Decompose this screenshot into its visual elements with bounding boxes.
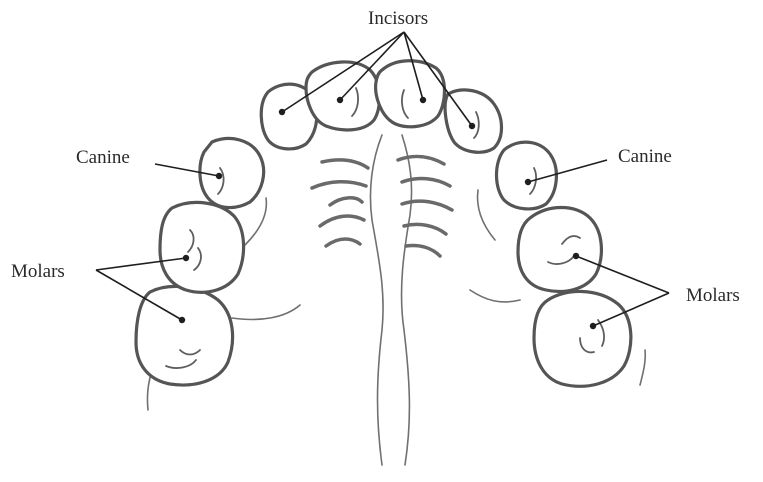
molar-left-dot-2 <box>179 317 185 323</box>
incisor-dot-4 <box>469 123 475 129</box>
incisor-dot-3 <box>420 97 426 103</box>
molar-right-dot-1 <box>573 253 579 259</box>
canine-right-dot <box>525 179 531 185</box>
palatal-rugae <box>312 157 452 256</box>
incisors-label: Incisors <box>368 9 428 28</box>
incisor-dot-1 <box>279 109 285 115</box>
left-canine <box>200 138 264 207</box>
right-molar-1 <box>518 208 601 292</box>
right-central-incisor <box>376 61 445 127</box>
molar-right-dot-2 <box>590 323 596 329</box>
right-molar-2 <box>534 291 631 386</box>
left-teeth <box>136 62 380 385</box>
canine-left-label: Canine <box>76 148 130 167</box>
canine-left-dot <box>216 173 222 179</box>
molars-right-label: Molars <box>686 286 740 305</box>
right-canine <box>497 142 557 209</box>
left-molar-1 <box>160 202 244 292</box>
molar-left-dot-1 <box>183 255 189 261</box>
incisor-dot-2 <box>337 97 343 103</box>
canine-right-label: Canine <box>618 147 672 166</box>
leader-dots <box>179 97 596 329</box>
molars-left-label: Molars <box>11 262 65 281</box>
